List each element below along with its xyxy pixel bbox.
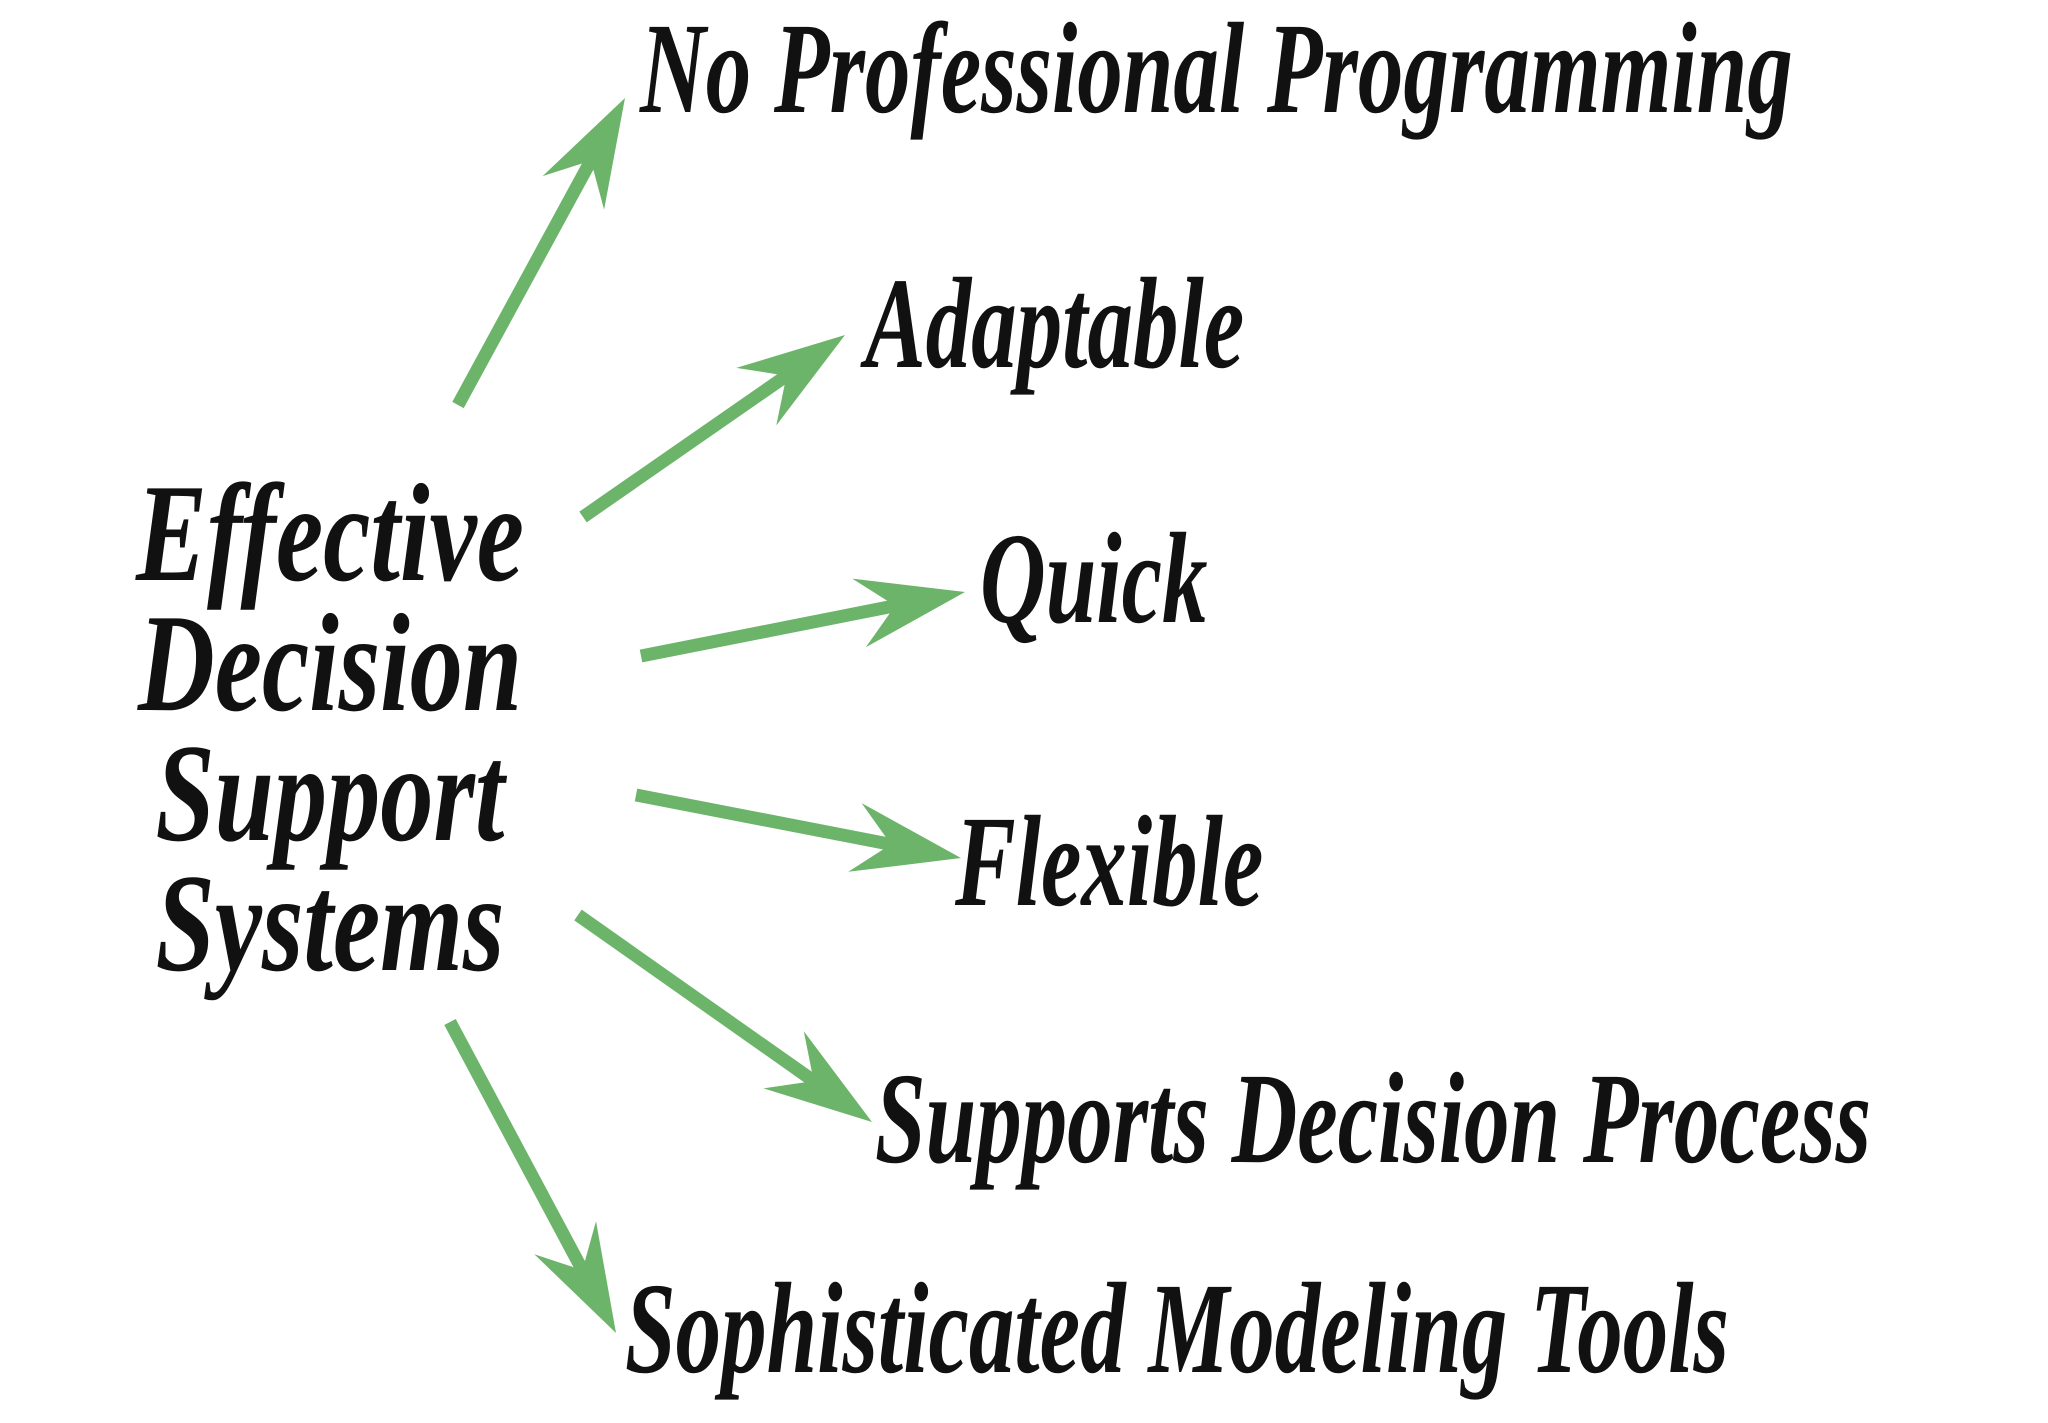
arrowhead-icon: [736, 335, 845, 426]
central-concept-line-2: Decision: [137, 586, 523, 741]
central-concept-line-1: Effective: [136, 456, 524, 611]
arrowhead-icon: [534, 1221, 616, 1333]
arrow-shaft: [634, 788, 893, 851]
benefit-sophisticated-modeling-tools: Sophisticated Modeling Tools: [625, 1257, 1729, 1401]
benefit-quick: Quick: [980, 507, 1208, 651]
central-concept-line-3: Support: [155, 716, 505, 871]
arrow-shaft: [444, 1018, 589, 1274]
arrow-to-supports-decision-process: [574, 909, 872, 1122]
benefit-adaptable: Adaptable: [865, 252, 1245, 396]
arrowhead-icon: [852, 578, 965, 648]
benefit-flexible: Flexible: [955, 790, 1264, 934]
arrow-to-flexible: [634, 788, 961, 872]
arrow-to-sophisticated-modeling-tools: [444, 1018, 616, 1333]
arrow-to-adaptable: [579, 335, 845, 523]
arrow-to-no-professional-programming: [452, 98, 625, 409]
central-concept-line-4: Systems: [155, 846, 505, 1001]
arrow-shaft: [639, 599, 897, 663]
arrow-shaft: [574, 909, 818, 1087]
arrowhead-icon: [848, 803, 961, 872]
central-concept: Effective Decision Support Systems: [110, 456, 551, 1001]
arrow-shaft: [452, 157, 597, 409]
arrow-shaft: [579, 370, 791, 523]
benefit-supports-decision-process: Supports Decision Process: [875, 1047, 1872, 1191]
arrowhead-icon: [763, 1031, 872, 1122]
benefit-no-professional-programming: No Professional Programming: [640, 0, 1793, 141]
arrowhead-icon: [542, 98, 625, 210]
arrow-to-quick: [639, 578, 965, 663]
